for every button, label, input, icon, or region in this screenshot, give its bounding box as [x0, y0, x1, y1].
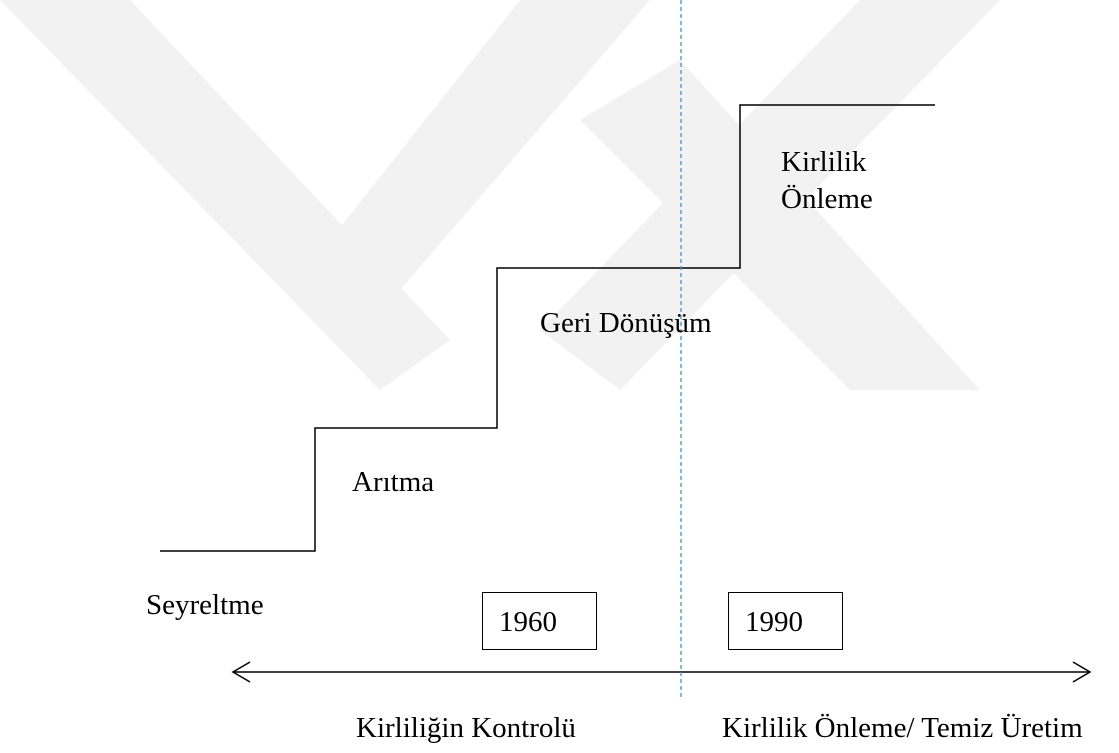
- timeline-arrow: [231, 661, 1092, 683]
- stage-label-onleme: Önleme: [781, 183, 873, 215]
- watermark-logo: [0, 0, 1000, 390]
- era-label-kirliligin-kontrolu: Kirliliğin Kontrolü: [356, 712, 576, 744]
- staircase-line: [160, 104, 935, 552]
- year-box-1990: 1990: [728, 592, 843, 650]
- stage-label-geri-donusum: Geri Dönüşüm: [540, 307, 712, 339]
- stage-label-kirlilik: Kirlilik: [781, 146, 867, 178]
- era-label-kirlilik-onleme-temiz-uretim: Kirlilik Önleme/ Temiz Üretim: [722, 712, 1083, 744]
- year-box-1960: 1960: [482, 592, 597, 650]
- stage-label-seyreltme: Seyreltme: [146, 589, 264, 621]
- stage-label-aritma: Arıtma: [352, 466, 435, 498]
